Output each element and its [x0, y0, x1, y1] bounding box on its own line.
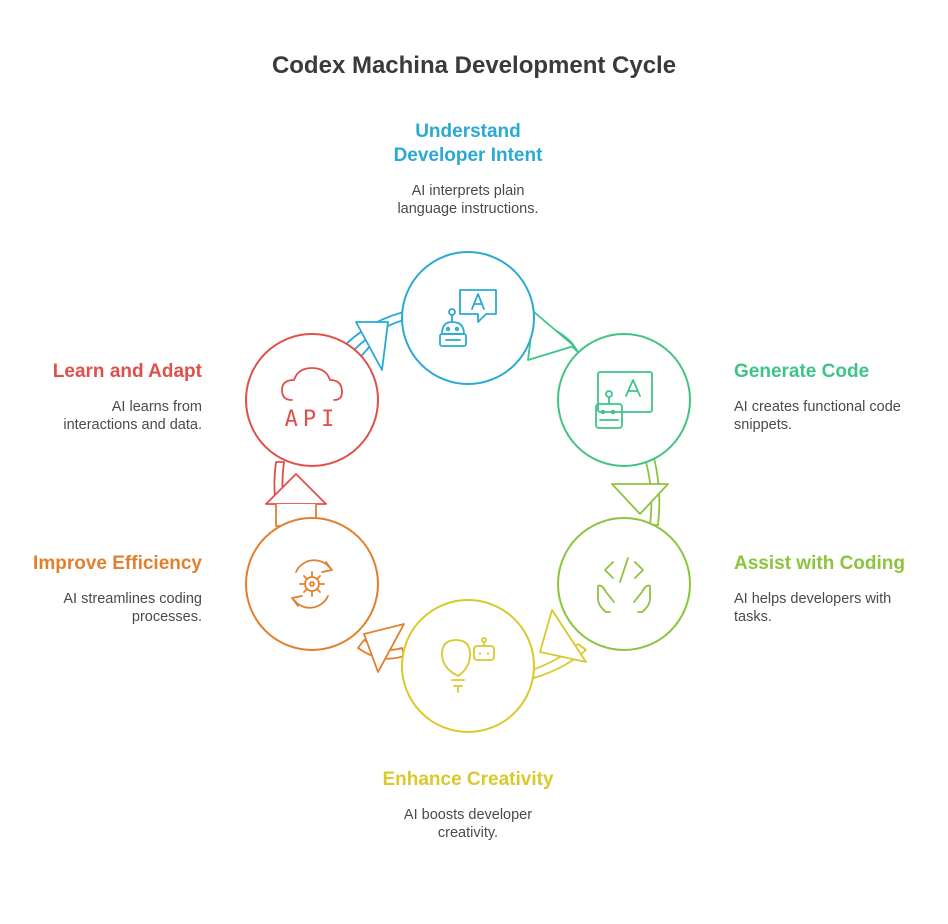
step-assist-desc: AI helps developers with tasks.: [734, 590, 939, 626]
step-assist: Assist with Coding AI helps developers w…: [734, 552, 939, 626]
step-enhance-desc-line2: creativity.: [437, 825, 499, 841]
step-enhance-desc: AI boosts developer creativity.: [318, 806, 618, 842]
code-hands-icon: [597, 557, 651, 613]
step-understand: Understand Developer Intent AI interpret…: [318, 120, 618, 218]
step-enhance-desc-line1: AI boosts developer: [403, 807, 533, 823]
step-generate: Generate Code AI creates functional code…: [734, 360, 939, 434]
diagram-title: Codex Machina Development Cycle: [271, 52, 677, 79]
step-understand-heading: Understand Developer Intent: [318, 120, 618, 168]
cloud-api-icon: API: [281, 367, 343, 432]
gear-cycle-icon: [291, 559, 333, 609]
step-understand-heading-line2: Developer Intent: [393, 145, 543, 166]
step-improve-heading: Improve Efficiency: [33, 553, 202, 574]
step-generate-desc-line2: snippets.: [734, 417, 793, 433]
step-improve-desc-line1: AI streamlines coding: [63, 591, 202, 607]
step-learn-desc: AI learns from interactions and data.: [10, 398, 202, 434]
step-learn-heading: Learn and Adapt: [52, 361, 202, 382]
robot-screen-icon: [595, 371, 653, 429]
node-learn: [245, 333, 379, 467]
robot-chat-icon: [439, 289, 497, 347]
step-learn-desc-line1: AI learns from: [111, 399, 202, 415]
step-learn: Learn and Adapt AI learns from interacti…: [10, 360, 202, 434]
node-improve: [245, 517, 379, 651]
step-assist-heading: Assist with Coding: [734, 553, 905, 574]
step-assist-desc-line2: tasks.: [734, 609, 772, 625]
step-understand-desc-line1: AI interprets plain: [411, 183, 525, 199]
step-generate-desc-line1: AI creates functional code: [734, 399, 901, 415]
step-generate-heading: Generate Code: [734, 361, 870, 382]
step-improve-desc-line2: processes.: [131, 609, 202, 625]
node-assist: [557, 517, 691, 651]
step-learn-desc-line2: interactions and data.: [63, 417, 202, 433]
arrow-head-enhance: [539, 609, 587, 663]
step-enhance-heading: Enhance Creativity: [382, 769, 554, 790]
step-improve: Improve Efficiency AI streamlines coding…: [10, 552, 202, 626]
node-understand: [401, 251, 535, 385]
step-understand-desc-line2: language instructions.: [397, 201, 539, 217]
arrow-head-improve: [363, 623, 405, 673]
bulb-robot-icon: [441, 637, 495, 693]
arrow-head-assist: [611, 483, 669, 515]
step-understand-desc: AI interprets plain language instruction…: [318, 182, 618, 218]
step-enhance: Enhance Creativity AI boosts developer c…: [318, 768, 618, 842]
api-text: API: [285, 407, 340, 432]
step-improve-desc: AI streamlines coding processes.: [10, 590, 202, 626]
step-generate-desc: AI creates functional code snippets.: [734, 398, 939, 434]
step-assist-desc-line1: AI helps developers with: [734, 591, 892, 607]
node-generate: [557, 333, 691, 467]
step-understand-heading-line1: Understand: [415, 121, 521, 142]
